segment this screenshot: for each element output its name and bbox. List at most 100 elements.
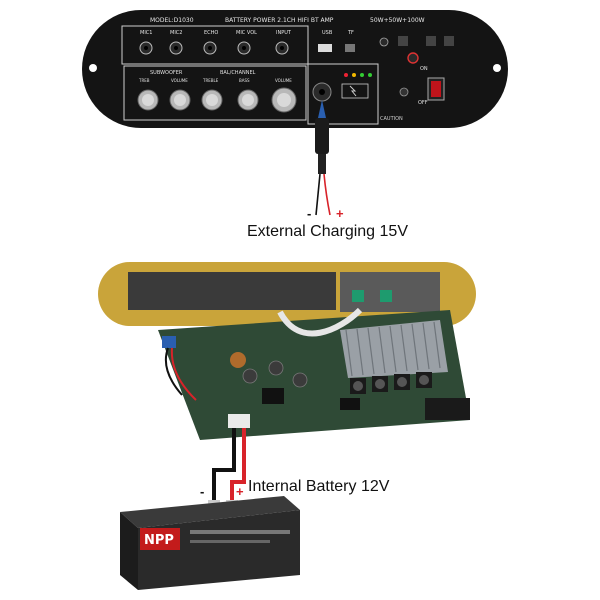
electrolytic-cap-2	[292, 372, 308, 388]
external-charging-caption: External Charging 15V	[247, 223, 408, 240]
speaker-jack	[407, 52, 419, 64]
wire-black	[315, 173, 321, 216]
speaker-terminal-3	[444, 36, 454, 46]
charge-bolt-icon	[349, 85, 357, 97]
ribbon-cable	[277, 307, 363, 337]
speaker-terminal-2	[426, 36, 436, 46]
led-green-2	[368, 73, 372, 77]
internal-battery-caption: Internal Battery 12V	[248, 478, 390, 495]
led-yellow	[352, 73, 356, 77]
cap-top-2	[397, 377, 407, 387]
knob-label-4: VOLUME	[275, 78, 292, 83]
fin-1	[356, 328, 364, 376]
knob-group-left: SUBWOOFER	[150, 70, 183, 76]
blue-connector	[162, 336, 176, 348]
panel-model: MODEL:D1030	[150, 17, 194, 24]
mount-hole-left	[89, 64, 97, 72]
battery-top	[120, 496, 300, 528]
knob-group-mid: BAL/CHANNEL	[220, 70, 256, 76]
green-terminal-2	[380, 290, 392, 302]
inductor	[230, 352, 246, 368]
knob-label-2: TREBLE	[202, 78, 219, 83]
knob-cap-2	[206, 94, 218, 106]
led-green	[360, 73, 364, 77]
battery-wire-black	[212, 428, 236, 500]
input-jacks	[139, 41, 289, 55]
top-label-6: TF	[347, 30, 354, 36]
knob-cap-0	[142, 94, 154, 106]
fin-5	[400, 324, 408, 372]
knob-cap-3	[242, 94, 254, 106]
ic-chip-1	[262, 388, 284, 404]
power-switch-rocker	[431, 81, 441, 97]
jack-hole-3	[242, 46, 246, 50]
output-terminal-block	[425, 398, 470, 420]
cap-top-0	[353, 381, 363, 391]
wire-red-internal	[170, 347, 197, 401]
knob-frame	[123, 65, 307, 121]
tf-slot	[345, 44, 355, 52]
external-charging-cable	[315, 100, 331, 216]
front-panel-back	[128, 272, 336, 310]
top-label-0: MIC1	[140, 30, 152, 36]
top-label-3: MIC VOL	[236, 30, 257, 36]
fin-0	[345, 329, 353, 377]
mount-hole-right	[493, 64, 501, 72]
dc-plug-blue	[318, 100, 326, 118]
wire-black-internal	[164, 347, 183, 396]
panel-power: 50W+50W+100W	[370, 17, 425, 24]
fin-8	[433, 321, 441, 369]
fin-3	[378, 326, 386, 374]
speaker-terminal-1	[398, 36, 408, 46]
aux-jack	[379, 37, 389, 47]
usb-port	[318, 44, 332, 52]
jack-hole-0	[144, 46, 148, 50]
switch-on-label: ON	[420, 66, 428, 72]
knob-label-1: VOLUME	[171, 78, 188, 83]
battery-wire-red	[230, 428, 246, 500]
cable-sheath	[318, 154, 326, 174]
jack-hole-1	[174, 46, 178, 50]
wire-red	[323, 173, 331, 216]
capacitors	[242, 360, 432, 394]
battery-side	[120, 512, 138, 590]
ext-plus-sign: +	[336, 206, 344, 221]
top-label-2: ECHO	[204, 30, 218, 36]
electrolytic-cap-1	[268, 360, 284, 376]
fin-6	[411, 323, 419, 371]
ic-chip-2	[340, 398, 360, 410]
amplifier-board	[98, 262, 476, 440]
battery-label-strip	[190, 530, 290, 534]
cap-top-1	[375, 379, 385, 389]
charge-frame	[307, 63, 379, 125]
lead-acid-battery: NPP	[120, 496, 300, 590]
caution-label: CAUTION	[380, 116, 403, 122]
top-label-4: INPUT	[276, 30, 292, 36]
heatsink-fins	[345, 321, 441, 377]
knob-cap-1	[174, 94, 186, 106]
battery-connector-board	[228, 414, 250, 428]
int-plus-sign: +	[236, 484, 244, 499]
upper-control-frame	[121, 25, 309, 65]
cap-top-3	[419, 375, 429, 385]
jack-hole-4	[280, 46, 284, 50]
led-red	[344, 73, 348, 77]
panel-title: BATTERY POWER 2.1CH HIFI BT AMP	[225, 17, 334, 24]
ext-minus-sign: -	[307, 206, 312, 221]
fin-4	[389, 325, 397, 373]
reset-button	[399, 87, 409, 97]
knob-cap-4	[277, 93, 291, 107]
fin-2	[367, 327, 375, 375]
green-terminal-1	[352, 290, 364, 302]
dc-plug-body	[315, 118, 329, 154]
jack-hole-2	[208, 46, 212, 50]
dc-charge-jack-pin	[319, 89, 325, 95]
charge-indicator-box	[341, 83, 369, 99]
heatsink	[340, 320, 448, 378]
amplifier-front-panel: MODEL:D1030 BATTERY POWER 2.1CH HIFI BT …	[82, 10, 508, 128]
battery-logo-badge	[140, 528, 180, 550]
knob-label-3: BASS	[239, 78, 250, 83]
